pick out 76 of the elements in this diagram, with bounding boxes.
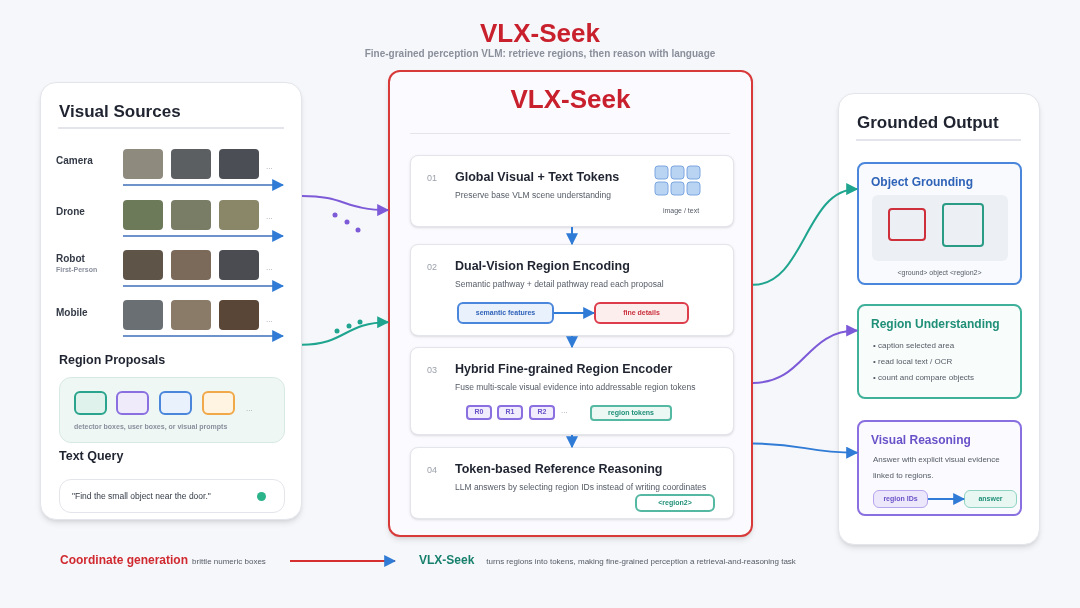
- arrow: [752, 442, 859, 459]
- token-chip: [635, 494, 715, 512]
- bounding-box: [942, 203, 984, 247]
- step-card: [410, 244, 734, 336]
- step-description: Fuse multi-scale visual evidence into addressable region tokens: [455, 381, 696, 394]
- query-text: "Find the small object near the door.": [72, 490, 211, 503]
- section-heading: Text Query: [59, 448, 124, 465]
- step-description: LLM answers by selecting region IDs instead of writing coordinates: [455, 481, 707, 494]
- token-chip: [466, 405, 492, 420]
- step-title: Dual-Vision Region Encoding: [455, 258, 630, 275]
- ellipsis: ...: [266, 211, 273, 223]
- token-chip: [590, 405, 672, 421]
- step-title: Token-based Reference Reasoning: [455, 461, 663, 478]
- feature-chip: [594, 302, 689, 324]
- step-number: 03: [427, 364, 437, 377]
- panel-heading: Grounded Output: [857, 112, 999, 134]
- proposal-box: [116, 391, 149, 415]
- source-label: Drone: [56, 205, 85, 219]
- section-heading: Region Proposals: [59, 352, 166, 369]
- bullet-item: • caption selected area: [873, 340, 956, 352]
- step-description: Semantic pathway + detail pathway read each proposal: [455, 278, 664, 291]
- token-chip: [497, 405, 523, 420]
- source-label: Camera: [56, 154, 93, 168]
- arrow: [566, 335, 578, 349]
- step-card: [410, 447, 734, 519]
- flow-chip: [873, 490, 928, 508]
- arrow: [927, 493, 966, 505]
- step-description: Preserve base VLM scene understanding: [455, 189, 611, 202]
- step-title: Hybrid Fine-grained Region Encoder: [455, 361, 673, 378]
- feature-chip: [457, 302, 554, 324]
- subtitle: Fine-grained perception VLM: retrieve regions, then reason with language: [363, 47, 717, 61]
- output-card: [857, 162, 1022, 285]
- model-panel: [388, 70, 753, 537]
- proposal-box: [159, 391, 192, 415]
- image-area: [872, 195, 1008, 261]
- comparison-note: turns regions into tokens, making fine-grained perception a retrieval-and-reasoning task: [486, 556, 796, 568]
- output-card: [857, 420, 1022, 516]
- ellipsis: ...: [266, 314, 273, 326]
- arrow: [301, 316, 390, 346]
- bullet-item: • count and compare objects: [873, 372, 975, 384]
- step-card: [410, 347, 734, 435]
- ellipsis: ...: [266, 161, 273, 173]
- output-panel: [838, 93, 1040, 545]
- panel-heading: Visual Sources: [59, 101, 181, 123]
- arrow: [566, 434, 578, 449]
- arrow: [752, 184, 859, 286]
- bullet-item: • read local text / OCR: [873, 356, 954, 368]
- step-number: 01: [427, 172, 437, 185]
- comparison-term: VLX-Seek: [419, 552, 475, 569]
- arrow: [566, 226, 578, 246]
- step-number: 02: [427, 261, 437, 274]
- comparison-note: brittle numeric boxes: [192, 556, 266, 568]
- flow-chip: [964, 490, 1017, 508]
- ellipsis: ...: [561, 405, 568, 417]
- card-heading: Visual Reasoning: [871, 432, 971, 449]
- output-card: [857, 304, 1022, 399]
- card-heading: Object Grounding: [871, 174, 973, 191]
- arrow: [752, 325, 859, 384]
- source-label: Mobile: [56, 306, 88, 320]
- step-number: 04: [427, 464, 437, 477]
- proposal-box: [74, 391, 107, 415]
- arrow: [301, 194, 390, 216]
- step-title: Global Visual + Text Tokens: [455, 169, 620, 186]
- token-chip: [529, 405, 555, 420]
- source-label: Robot: [56, 252, 85, 266]
- bounding-box: [888, 208, 926, 241]
- comparison-term: Coordinate generation: [60, 552, 188, 569]
- ellipsis: ...: [266, 262, 273, 274]
- panel-heading: VLX-Seek: [509, 83, 632, 116]
- arrow: [553, 307, 596, 319]
- ellipsis: ...: [246, 403, 253, 415]
- proposal-box: [202, 391, 235, 415]
- step-card: [410, 155, 734, 227]
- card-heading: Region Understanding: [871, 316, 1000, 333]
- arrow: [289, 555, 397, 567]
- card-description: Answer with explicit visual evidence linked to regions.: [873, 454, 1001, 482]
